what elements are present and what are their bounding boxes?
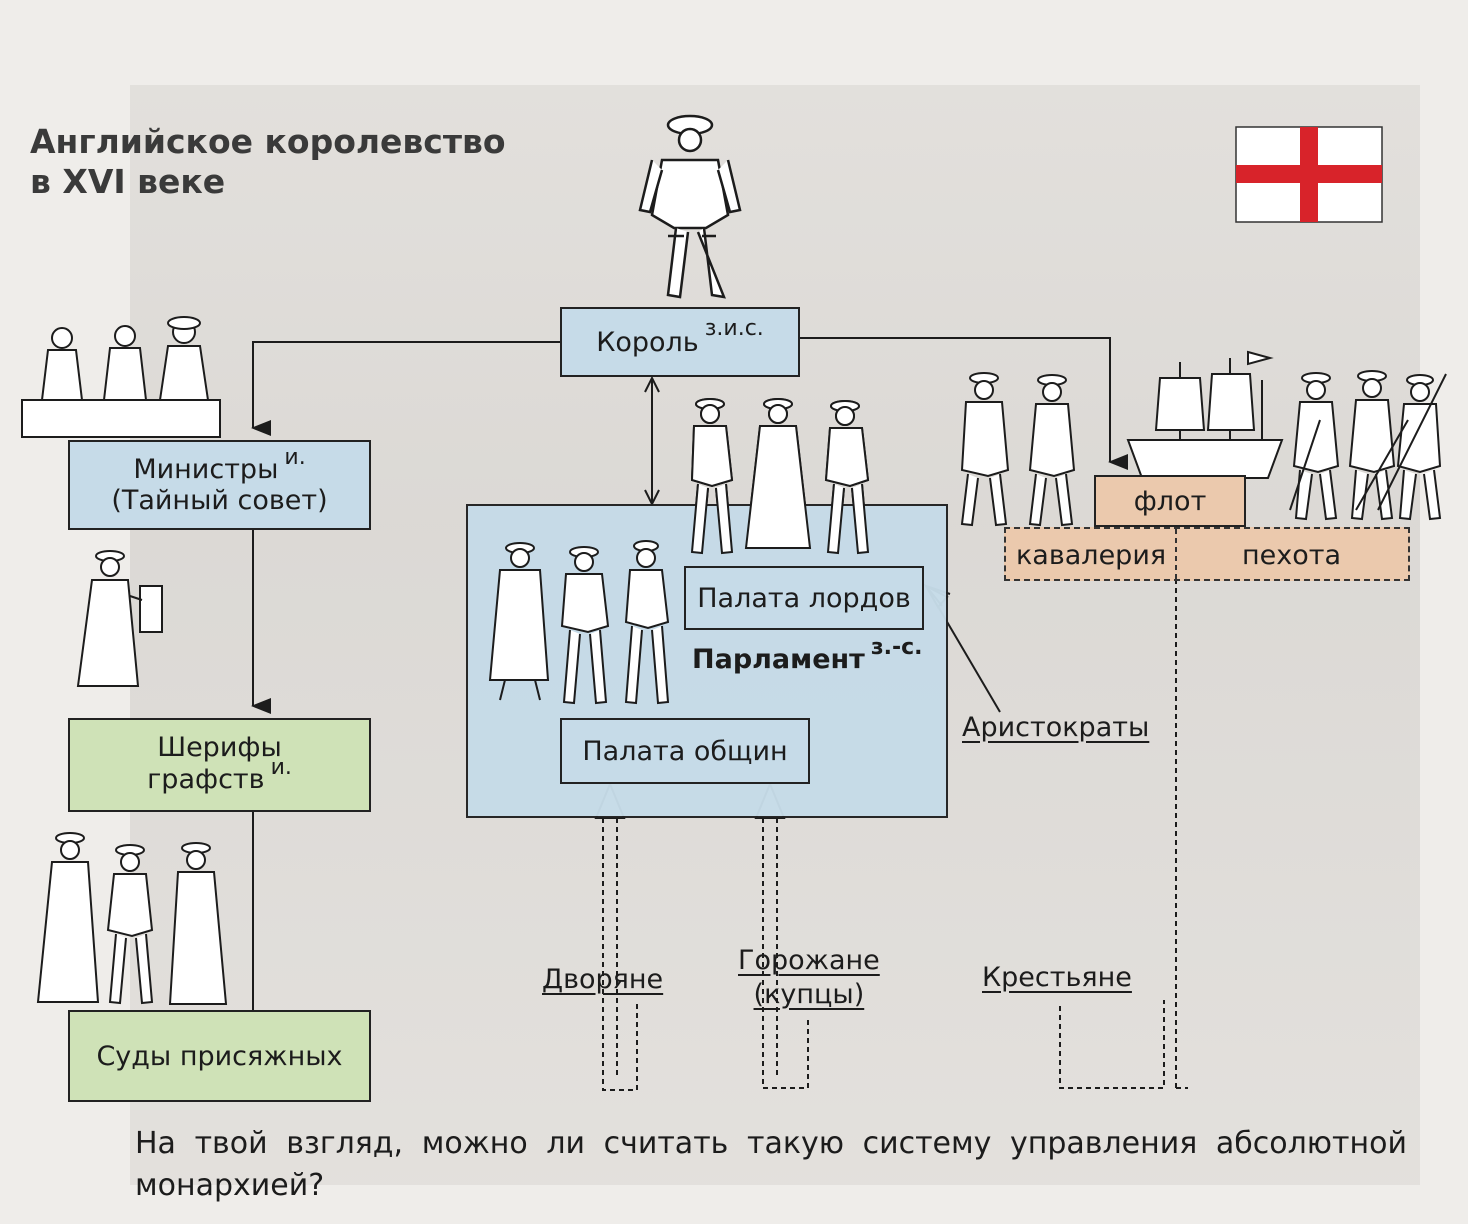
infantry-figures: [1289, 370, 1447, 521]
diagram-title: Английское королевство в XVI веке: [30, 122, 506, 202]
juries-label: Суды присяжных: [96, 1040, 343, 1072]
english-flag-icon: [1235, 126, 1383, 223]
estates-lines: [602, 572, 1188, 1091]
ministers-label: Министры: [133, 454, 279, 485]
ministers-figures: [21, 316, 221, 438]
king-figure: [638, 114, 742, 299]
peasants-label: Крестьяне: [982, 962, 1132, 993]
court-figures: [36, 832, 228, 1005]
ministers-powers: и.: [284, 445, 306, 470]
ship-icon: [1126, 350, 1284, 479]
king-label: Король: [596, 326, 699, 358]
aristocrats-label: Аристократы: [962, 712, 1150, 743]
sheriffs-label: Шерифы: [157, 732, 282, 763]
ministers-council: (Тайный совет): [111, 485, 328, 516]
townsfolk-label: Горожане (купцы): [738, 944, 880, 1012]
townsfolk-line-1: Горожане: [738, 945, 880, 976]
army-box: [1004, 527, 1410, 581]
sheriffs-powers: и.: [270, 755, 292, 780]
sheriffs-counties: графств: [147, 764, 265, 795]
townsfolk-line-2: (купцы): [753, 979, 865, 1010]
lords-label: Палата лордов: [697, 582, 911, 614]
infantry-label: пехота: [1242, 540, 1342, 571]
title-line-2: в XVI веке: [30, 162, 226, 201]
nobles-label: Дворяне: [542, 964, 664, 995]
title-line-1: Английское королевство: [30, 122, 506, 161]
fleet-label: флот: [1133, 485, 1207, 517]
cavalry-label: кавалерия: [1016, 540, 1167, 571]
cavalry-figures: [960, 372, 1076, 527]
lords-box: Палата лордов: [684, 566, 924, 630]
sheriff-figure: [76, 550, 163, 687]
parliament-label: Парламент: [692, 644, 865, 675]
juries-box: Суды присяжных: [68, 1010, 371, 1102]
question-text: На твой взгляд, можно ли считать такую с…: [135, 1126, 1407, 1203]
king-powers: з.и.с.: [704, 315, 764, 341]
fleet-box: флот: [1094, 475, 1246, 527]
parliament-powers: з.-с.: [870, 635, 923, 660]
commons-label: Палата общин: [582, 735, 788, 767]
commons-box: Палата общин: [560, 718, 810, 784]
